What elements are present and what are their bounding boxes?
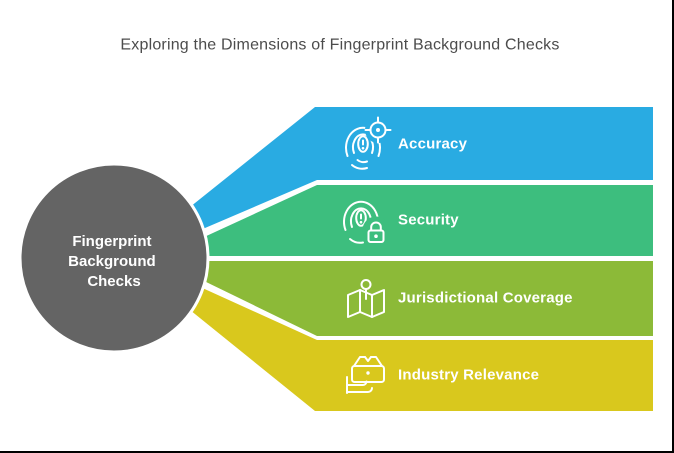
map-pin-icon [347,279,385,318]
accuracy-band-shape [190,107,653,231]
security-band-shape [202,185,653,256]
briefcase-hand-icon [346,356,385,394]
band-security: Security [202,185,653,256]
fingerprint-lock-icon [343,200,390,244]
central-label-line1: Fingerprint [72,233,151,250]
central-node: Fingerprint Background Checks [18,162,210,354]
band-accuracy: Accuracy [190,107,653,231]
central-node-label: Fingerprint Background Checks [68,233,160,290]
jurisdictional-band-shape [202,261,653,336]
industry-band-shape [190,286,653,411]
central-label-line2: Background [68,253,156,270]
fingerprint-target-icon [345,116,392,170]
central-label-line3: Checks [87,273,140,290]
jurisdictional-coverage-label: Jurisdictional Coverage [398,290,573,307]
accuracy-label: Accuracy [398,136,468,153]
central-circle [18,162,210,354]
industry-relevance-label: Industry Relevance [398,367,539,384]
padlock [362,216,390,244]
band-industry-relevance: Industry Relevance [190,286,653,411]
security-label: Security [398,212,459,229]
crosshair-target [364,116,392,144]
band-jurisdictional-coverage: Jurisdictional Coverage [202,261,653,336]
page-title: Exploring the Dimensions of Fingerprint … [120,37,559,54]
